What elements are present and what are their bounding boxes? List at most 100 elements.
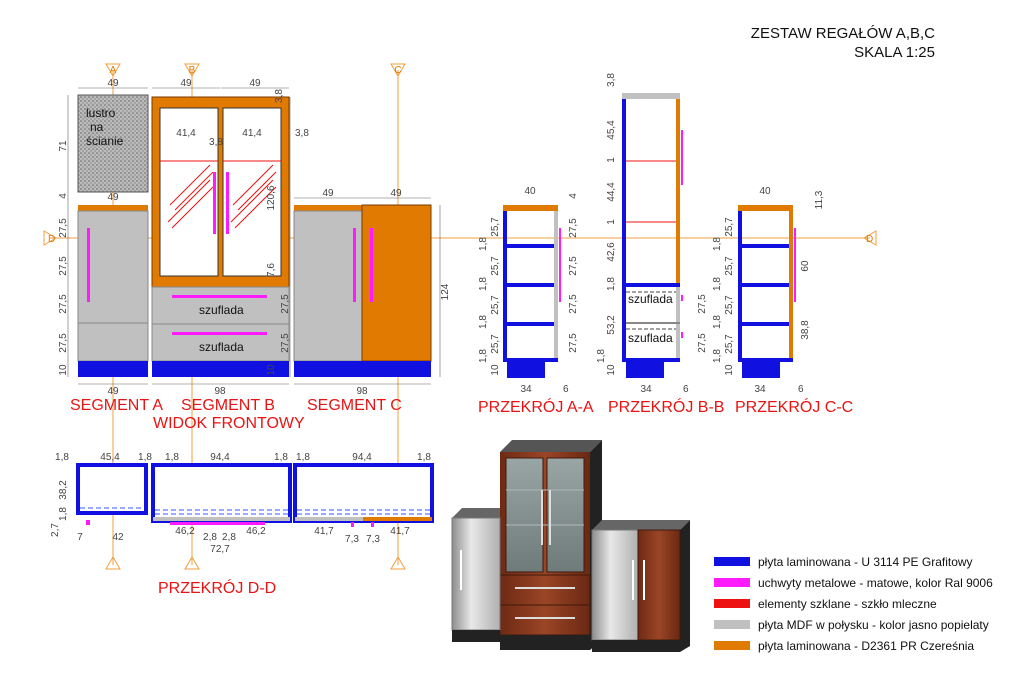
dim-c-w1: 49: [322, 188, 334, 199]
dim-bb-1-b: 1: [606, 219, 617, 225]
dim-mirror-h: 71: [58, 140, 69, 152]
dim-cc-25-2: 25,7: [724, 256, 735, 276]
dim-a-top: 49: [107, 192, 119, 203]
dim-aa-27-3: 27,5: [568, 294, 579, 314]
dim-aa-34: 34: [520, 384, 532, 395]
dim-cc-25-1: 25,7: [724, 217, 735, 237]
dim-aa-25-3: 25,7: [490, 295, 501, 315]
dim-bb-27-1: 27,5: [697, 294, 708, 314]
dim-bb-42-6: 42,6: [606, 242, 617, 262]
dim-dd-45-4: 45,4: [100, 452, 120, 463]
dim-cc-1-8-4: 1,8: [712, 349, 723, 363]
legend-swatch-0: [714, 557, 750, 566]
dim-a-4: 4: [58, 193, 69, 199]
dim-bb-3-8: 3,8: [606, 73, 617, 87]
section-marker-triangles: [43, 63, 877, 570]
legend-swatch-2: [714, 599, 750, 608]
dim-b-mid: 3,8: [209, 137, 223, 148]
dim-aa-27-4: 27,5: [568, 333, 579, 353]
dim-a-10: 10: [58, 364, 69, 376]
dim-a-27-4: 27,5: [58, 333, 69, 353]
dim-a-27-1: 27,5: [58, 218, 69, 238]
dim-dd-94-4-b: 94,4: [352, 452, 372, 463]
legend-text-3: płyta MDF w połysku - kolor jasno popiel…: [758, 618, 989, 632]
dim-aa-1-8-4: 1,8: [478, 349, 489, 363]
dim-a-bottom: 49: [107, 386, 119, 397]
dim-cc-1-8-1: 1,8: [712, 237, 723, 251]
dim-bb-10: 10: [606, 364, 617, 376]
bb-drawer-2: szuflada: [628, 331, 673, 345]
dim-aa-1-8-2: 1,8: [478, 277, 489, 291]
dim-dd-2-8-b: 2,8: [222, 532, 236, 543]
dim-aa-25-4: 25,7: [490, 334, 501, 354]
dim-c-w2: 49: [390, 188, 402, 199]
dim-aa-27-1: 27,5: [568, 218, 579, 238]
dim-cc-25-3: 25,7: [724, 295, 735, 315]
section-dd: [76, 463, 434, 527]
dim-aa-1-8-3: 1,8: [478, 315, 489, 329]
render-3d: [451, 440, 690, 652]
dim-aa-1-8-1: 1,8: [478, 237, 489, 251]
marker-d-left: D: [48, 234, 55, 245]
segment-c-front: [293, 204, 432, 377]
legend: płyta laminowana - U 3114 PE Grafitowy u…: [714, 555, 993, 653]
dim-dd-72-7: 72,7: [210, 544, 230, 555]
legend-text-1: uchwyty metalowe - matowe, kolor Ral 900…: [758, 576, 993, 590]
dim-dd-1-8-e: 1,8: [296, 452, 310, 463]
dim-cc-11-3: 11,3: [814, 190, 825, 209]
dim-cc-6: 6: [798, 384, 804, 395]
dim-bb-1-8-b: 1,8: [596, 349, 607, 363]
dim-cc-40: 40: [759, 186, 771, 197]
dim-aa-25-2: 25,7: [490, 256, 501, 276]
caption-segment-a: SEGMENT A: [70, 397, 163, 414]
legend-text-0: płyta laminowana - U 3114 PE Grafitowy: [758, 555, 973, 569]
dim-cc-1-8-3: 1,8: [712, 315, 723, 329]
dim-b-glass-1: 41,4: [176, 128, 196, 139]
segment-a-front: [77, 94, 149, 377]
caption-segment-b: SEGMENT B: [181, 397, 275, 414]
caption-section-cc: PRZEKRÓJ C-C: [735, 397, 853, 416]
dim-dd-41-7-a: 41,7: [314, 526, 334, 537]
section-bb: [622, 93, 683, 378]
dim-b-w2: 49: [249, 78, 261, 89]
dim-bb-1-8: 1,8: [606, 277, 617, 291]
drawing-title: ZESTAW REGAŁÓW A,B,C: [751, 25, 935, 42]
dim-dd-2-8-a: 2,8: [203, 532, 217, 543]
dim-bb-44-4: 44,4: [606, 182, 617, 202]
dim-aa-40: 40: [524, 186, 536, 197]
front-dim-lines: [67, 87, 441, 385]
dim-aa-25-1: 25,7: [490, 217, 501, 237]
dim-bb-53-2: 53,2: [606, 315, 617, 335]
dim-dd-1-8-a: 1,8: [55, 452, 69, 463]
drawer-label-1: szuflada: [199, 303, 244, 317]
dim-bb-34: 34: [640, 384, 652, 395]
dim-dd-38-2: 38,2: [58, 480, 69, 500]
segment-b-front: [151, 96, 290, 377]
dim-b-10: 10: [266, 364, 277, 376]
dim-b-7-6: 7,6: [266, 263, 277, 277]
dim-aa-6: 6: [563, 384, 569, 395]
drawing-scale: SKALA 1:25: [854, 44, 935, 61]
dim-cc-1-8-2: 1,8: [712, 277, 723, 291]
dim-a-27-3: 27,5: [58, 294, 69, 314]
dim-cc-60: 60: [800, 260, 811, 272]
section-aa: [503, 205, 561, 378]
dim-b-38: 3,8: [274, 89, 285, 103]
dim-b-120: 120,6: [266, 185, 277, 210]
dim-dd-42: 42: [112, 532, 124, 543]
caption-front-view: WIDOK FRONTOWY: [153, 415, 305, 432]
dim-bb-6: 6: [683, 384, 689, 395]
caption-section-aa: PRZEKRÓJ A-A: [478, 397, 594, 416]
mirror: [77, 94, 149, 193]
dim-dd-1-8-f: 1,8: [417, 452, 431, 463]
dim-dd-7-3-b: 7,3: [366, 534, 380, 545]
dim-dd-7: 7: [77, 532, 83, 543]
dim-dd-46-2-b: 46,2: [246, 526, 266, 537]
dim-a-width: 49: [107, 78, 119, 89]
legend-swatch-4: [714, 641, 750, 650]
dim-dd-94-4-a: 94,4: [210, 452, 230, 463]
dim-aa-4: 4: [568, 193, 579, 199]
legend-swatch-1: [714, 578, 750, 587]
dim-dd-41-7-b: 41,7: [390, 526, 410, 537]
